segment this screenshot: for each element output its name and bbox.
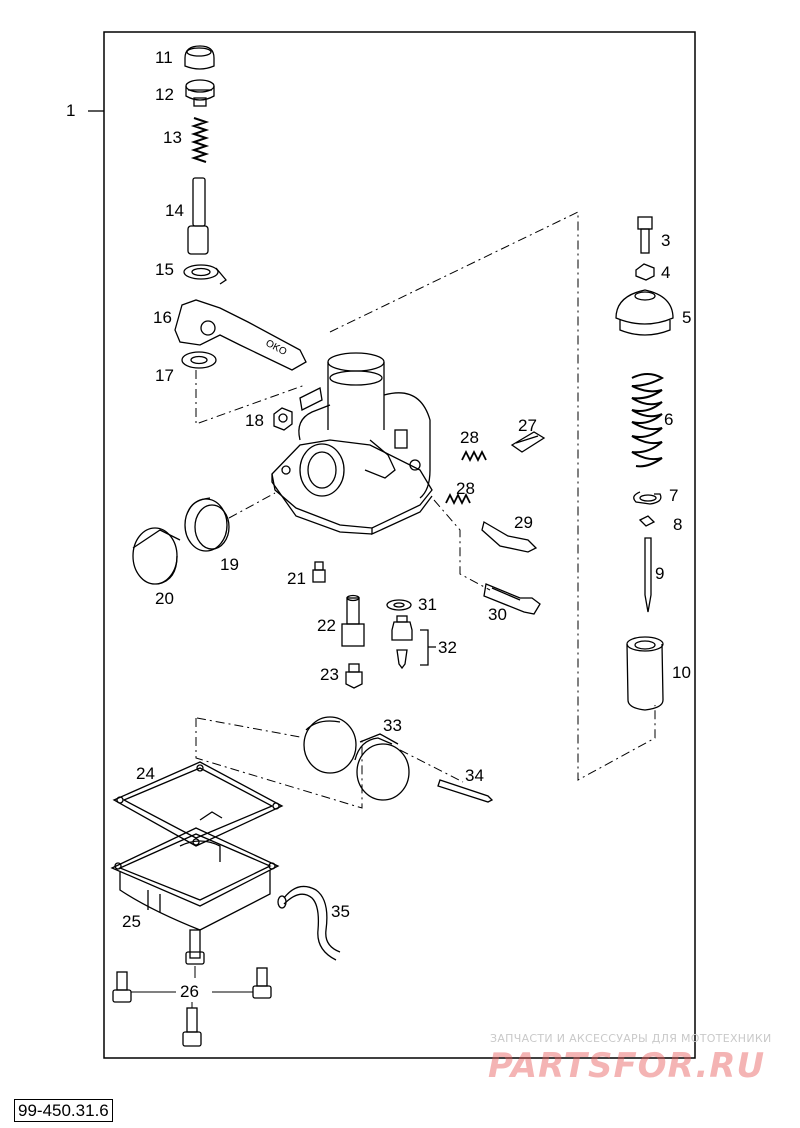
part-18-nut bbox=[273, 407, 293, 431]
callout-3: 3 bbox=[661, 231, 671, 250]
callout-12: 12 bbox=[155, 85, 174, 104]
part-26-screw-bottom bbox=[182, 1007, 202, 1047]
part-26-leaders bbox=[131, 966, 253, 1008]
reference-number: 99-450.31.6 bbox=[14, 1099, 113, 1122]
callout-19: 19 bbox=[220, 555, 239, 574]
callout-5: 5 bbox=[682, 308, 692, 327]
callout-21: 21 bbox=[287, 569, 306, 588]
callout-24: 24 bbox=[136, 764, 155, 783]
part-26-screw-right bbox=[252, 967, 272, 999]
callout-32: 32 bbox=[438, 638, 457, 657]
part-30-bolt bbox=[483, 583, 541, 615]
part-4-nut bbox=[635, 263, 655, 281]
callout-15: 15 bbox=[155, 260, 174, 279]
callout-35: 35 bbox=[331, 902, 350, 921]
part-26-screw-left bbox=[112, 971, 132, 1003]
callout-34: 34 bbox=[465, 766, 484, 785]
callout-29: 29 bbox=[514, 513, 533, 532]
part-34-pin bbox=[437, 779, 494, 803]
part-27-screw bbox=[510, 431, 546, 453]
assembly-guide-lines bbox=[195, 211, 656, 809]
watermark-tagline: ЗАПЧАСТИ И АКСЕССУАРЫ ДЛЯ МОТОТЕХНИКИ bbox=[490, 1032, 772, 1045]
part-26-screw-top bbox=[185, 929, 205, 965]
part-6-spring bbox=[631, 373, 665, 468]
callout-27: 27 bbox=[518, 416, 537, 435]
part-16-lever: OKO bbox=[174, 299, 307, 371]
callout-8: 8 bbox=[673, 515, 683, 534]
part-35-hose bbox=[277, 885, 341, 961]
part-24-gasket bbox=[112, 761, 284, 847]
part-3-screw bbox=[637, 216, 653, 254]
callout-26: 26 bbox=[180, 982, 199, 1001]
part-5-cover bbox=[615, 289, 674, 336]
part-28-spring-upper bbox=[461, 449, 487, 463]
part-8-clip bbox=[638, 515, 656, 527]
callout-13: 13 bbox=[163, 128, 182, 147]
callout-16: 16 bbox=[153, 308, 172, 327]
part-15-lock-washer bbox=[183, 264, 227, 285]
callout-11: 11 bbox=[155, 48, 173, 67]
callout-22: 22 bbox=[317, 616, 336, 635]
part-13-spring bbox=[190, 117, 210, 163]
part-9-needle bbox=[644, 537, 652, 613]
callout-28-upper: 28 bbox=[460, 428, 479, 447]
callout-17: 17 bbox=[155, 366, 174, 385]
callout-31: 31 bbox=[418, 595, 437, 614]
callout-20: 20 bbox=[155, 589, 174, 608]
callout-14: 14 bbox=[165, 201, 184, 220]
callout-28-lower: 28 bbox=[456, 479, 475, 498]
part-20-cap bbox=[132, 527, 181, 585]
callout-9: 9 bbox=[655, 564, 665, 583]
callout-33: 33 bbox=[383, 716, 402, 735]
part-33-float-left bbox=[303, 716, 357, 774]
carburetor-body bbox=[271, 352, 433, 536]
callout-18: 18 bbox=[245, 411, 264, 430]
part-23-main-jet bbox=[345, 663, 363, 689]
assembly-frame bbox=[103, 31, 696, 1059]
watermark-logo: PARTSFOR.RU bbox=[488, 1046, 766, 1086]
part-21-jet bbox=[312, 561, 326, 583]
part-19-ring bbox=[184, 497, 230, 552]
callout-4: 4 bbox=[661, 263, 671, 282]
callout-10: 10 bbox=[672, 663, 691, 682]
part-17-washer bbox=[181, 351, 217, 369]
part-22-needle-jet bbox=[341, 594, 365, 647]
callout-25: 25 bbox=[122, 912, 141, 931]
callout-30: 30 bbox=[488, 605, 507, 624]
svg-text:OKO: OKO bbox=[264, 338, 289, 358]
part-12-screw-cap bbox=[185, 79, 215, 107]
part-28-spring-lower bbox=[445, 492, 471, 506]
part-33-float-right bbox=[354, 733, 410, 801]
part-11-cap bbox=[184, 45, 215, 70]
part-10-slide bbox=[626, 636, 664, 711]
part-7-clip bbox=[633, 491, 662, 505]
callout-23: 23 bbox=[320, 665, 339, 684]
part-29-screw bbox=[481, 521, 538, 553]
part-14-rod bbox=[187, 177, 209, 255]
part-31-washer bbox=[386, 599, 412, 611]
part-32-float-valve bbox=[391, 615, 436, 670]
callout-1: 1 bbox=[66, 101, 76, 120]
callout-6: 6 bbox=[664, 410, 674, 429]
callout-7: 7 bbox=[669, 486, 679, 505]
